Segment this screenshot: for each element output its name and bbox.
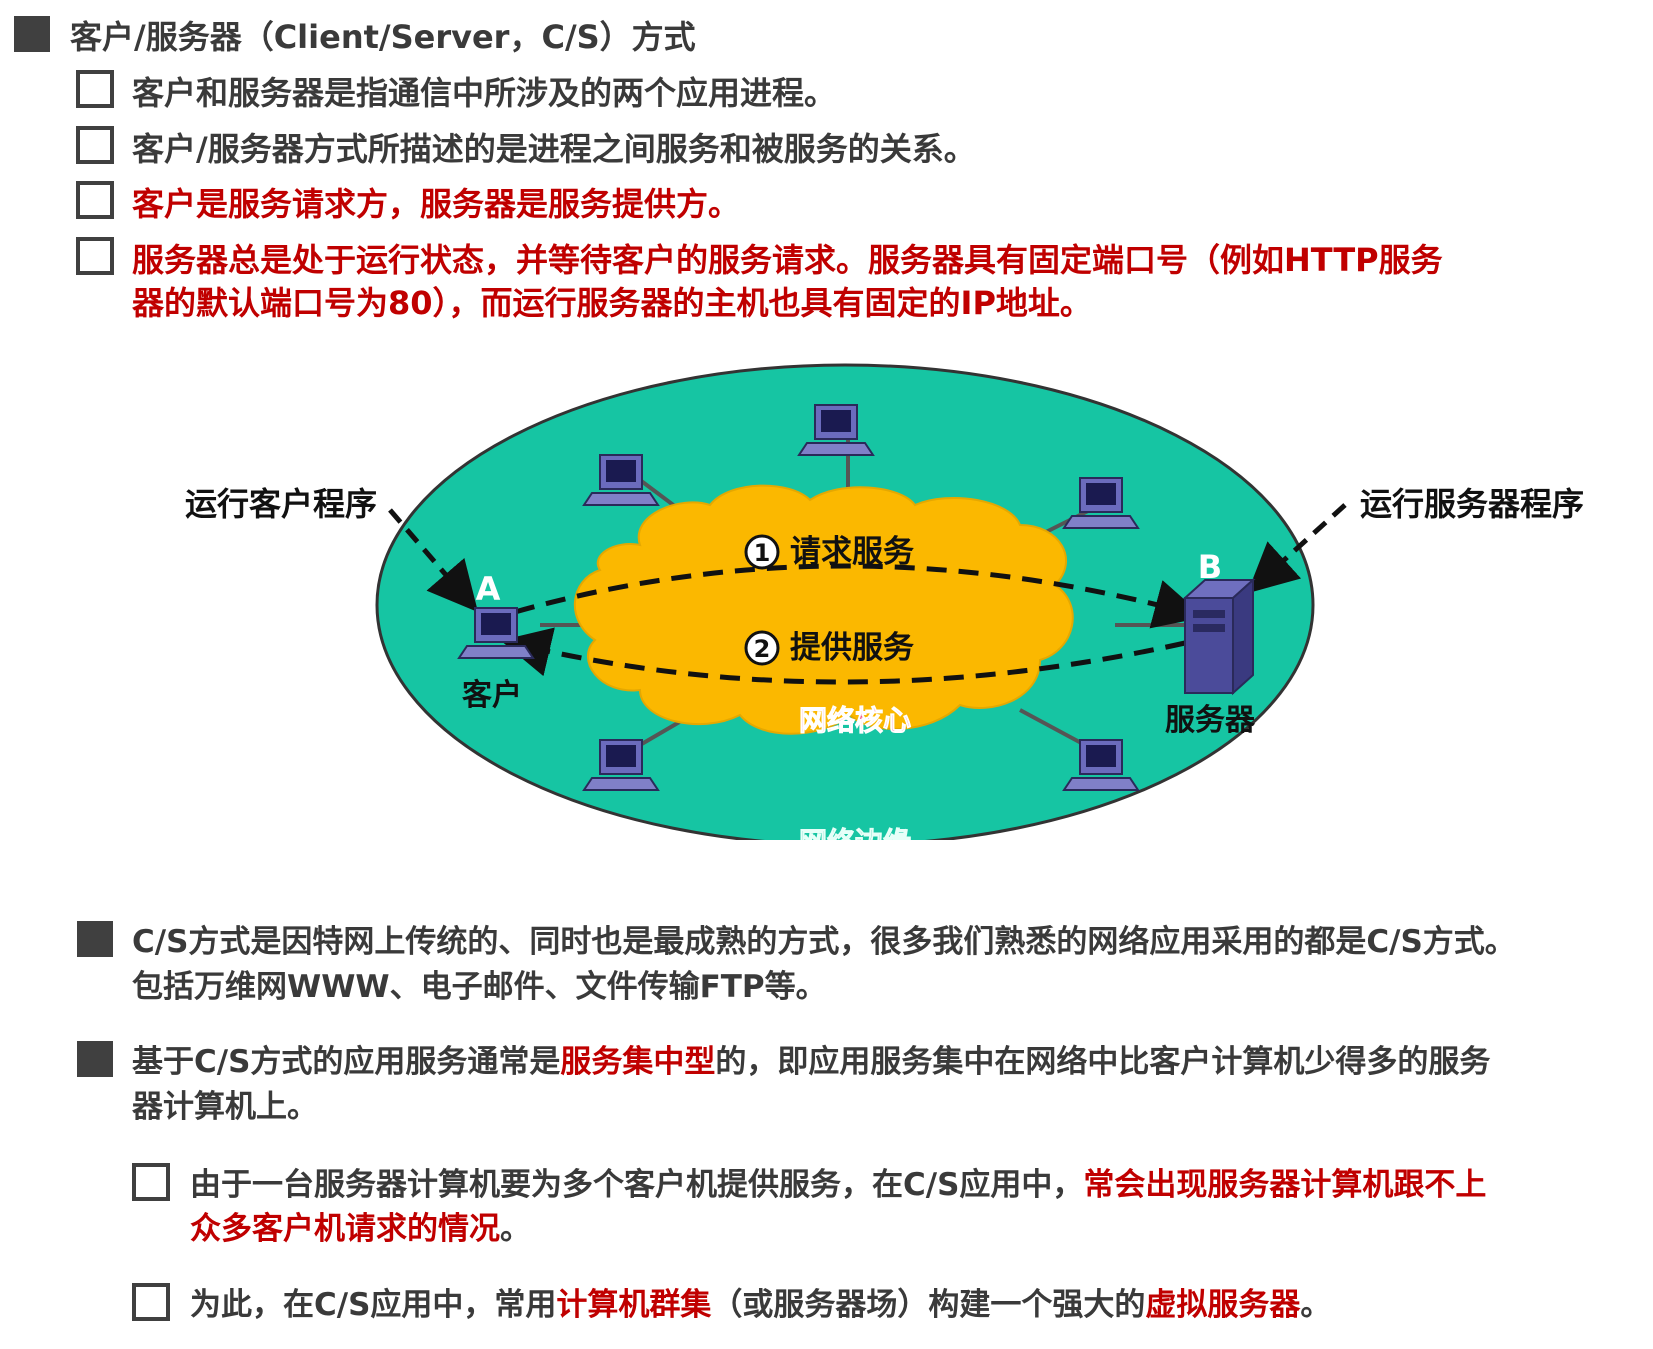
- server-label: 服务器: [1165, 703, 1256, 738]
- para-2-bullet: [77, 1041, 113, 1077]
- checkbox-bullet-4: [76, 237, 114, 275]
- step-2-badge: 2: [744, 630, 780, 666]
- sub-2-highlight-1: 计算机群集: [556, 1287, 712, 1323]
- sub-1-text-a: 由于一台服务器计算机要为多个客户机提供服务，在C/S应用中，: [190, 1167, 1084, 1203]
- step-2-number: 2: [754, 635, 771, 663]
- sub-1-text-b: 。: [500, 1211, 531, 1247]
- point-1: 客户和服务器是指通信中所涉及的两个应用进程。: [132, 74, 837, 112]
- request-path: [514, 563, 1205, 629]
- sub-1-highlight-b: 众多客户机请求的情况: [190, 1211, 500, 1247]
- para-1-line-1: C/S方式是因特网上传统的、同时也是最成熟的方式，很多我们熟悉的网络应用采用的都…: [132, 924, 1516, 960]
- server-tower-icon: [1182, 577, 1256, 696]
- para-2-text-b: 的，即应用服务集中在网络中比客户计算机少得多的服务: [715, 1044, 1491, 1080]
- sub-2-line: 为此，在C/S应用中，常用计算机群集（或服务器场）构建一个强大的虚拟服务器。: [190, 1279, 1331, 1324]
- sub-2-highlight-2: 虚拟服务器: [1145, 1287, 1301, 1323]
- sub-1-line-2: 众多客户机请求的情况。: [190, 1203, 531, 1248]
- para-2-line-1: 基于C/S方式的应用服务通常是服务集中型的，即应用服务集中在网络中比客户计算机少…: [132, 1036, 1490, 1081]
- point-4-line-1: 服务器总是处于运行状态，并等待客户的服务请求。服务器具有固定端口号（例如HTTP…: [132, 241, 1443, 279]
- computer-icon-top: [797, 404, 875, 456]
- step-1-badge: 1: [744, 534, 780, 570]
- computer-icon-upper-right: [1062, 477, 1140, 529]
- cs-diagram: 1 2 运行客户程序 运行服务器程序 A B 客户 服务器 请求服务 提供服务 …: [185, 363, 1584, 840]
- point-4-line-2: 器的默认端口号为80），而运行服务器的主机也具有固定的IP地址。: [132, 284, 1092, 322]
- sub-1-highlight-a: 常会出现服务器计算机跟不上: [1083, 1167, 1487, 1203]
- step-1-number: 1: [754, 539, 771, 567]
- checkbox-bullet-1: [76, 70, 114, 108]
- network-core-cloud: [573, 484, 1074, 735]
- sub-1-line-1: 由于一台服务器计算机要为多个客户机提供服务，在C/S应用中，常会出现服务器计算机…: [190, 1159, 1486, 1204]
- sub-1-checkbox: [132, 1163, 170, 1201]
- sub-2-text-a: 为此，在C/S应用中，常用: [190, 1287, 557, 1323]
- client-label: 客户: [462, 678, 522, 713]
- server-program-arrow: [1247, 503, 1347, 594]
- checkbox-bullet-3: [76, 181, 114, 219]
- response-path: [500, 627, 1186, 685]
- para-1-line-2: 包括万维网WWW、电子邮件、文件传输FTP等。: [132, 969, 827, 1005]
- network-edge-label: 网络边缘: [799, 826, 911, 840]
- para-1-bullet: [77, 921, 113, 957]
- client-program-label: 运行客户程序: [185, 485, 377, 523]
- node-b-label: B: [1198, 548, 1222, 586]
- node-a-label: A: [476, 570, 501, 608]
- point-3: 客户是服务请求方，服务器是服务提供方。: [132, 185, 741, 223]
- computer-icon-upper-left: [582, 454, 660, 506]
- para-2-highlight: 服务集中型: [560, 1044, 716, 1080]
- server-program-label: 运行服务器程序: [1360, 485, 1584, 523]
- para-2-text-a: 基于C/S方式的应用服务通常是: [132, 1044, 561, 1080]
- client-computer-icon: [457, 607, 535, 659]
- sub-2-checkbox: [132, 1283, 170, 1321]
- network-core-label: 网络核心: [799, 704, 911, 737]
- sub-2-text-b: （或服务器场）构建一个强大的: [711, 1287, 1146, 1323]
- checkbox-bullet-2: [76, 126, 114, 164]
- point-2: 客户/服务器方式所描述的是进程之间服务和被服务的关系。: [132, 130, 976, 168]
- client-program-arrow: [388, 508, 479, 613]
- step-1-label: 请求服务: [790, 534, 914, 570]
- sub-2-text-c: 。: [1300, 1287, 1332, 1323]
- computer-icon-lower-right: [1062, 739, 1140, 791]
- page-title: 客户/服务器（Client/Server，C/S）方式: [70, 18, 696, 56]
- step-2-label: 提供服务: [790, 630, 914, 666]
- heading-bullet: [14, 16, 50, 52]
- para-2-line-2: 器计算机上。: [132, 1089, 318, 1125]
- computer-icon-lower-left: [582, 739, 660, 791]
